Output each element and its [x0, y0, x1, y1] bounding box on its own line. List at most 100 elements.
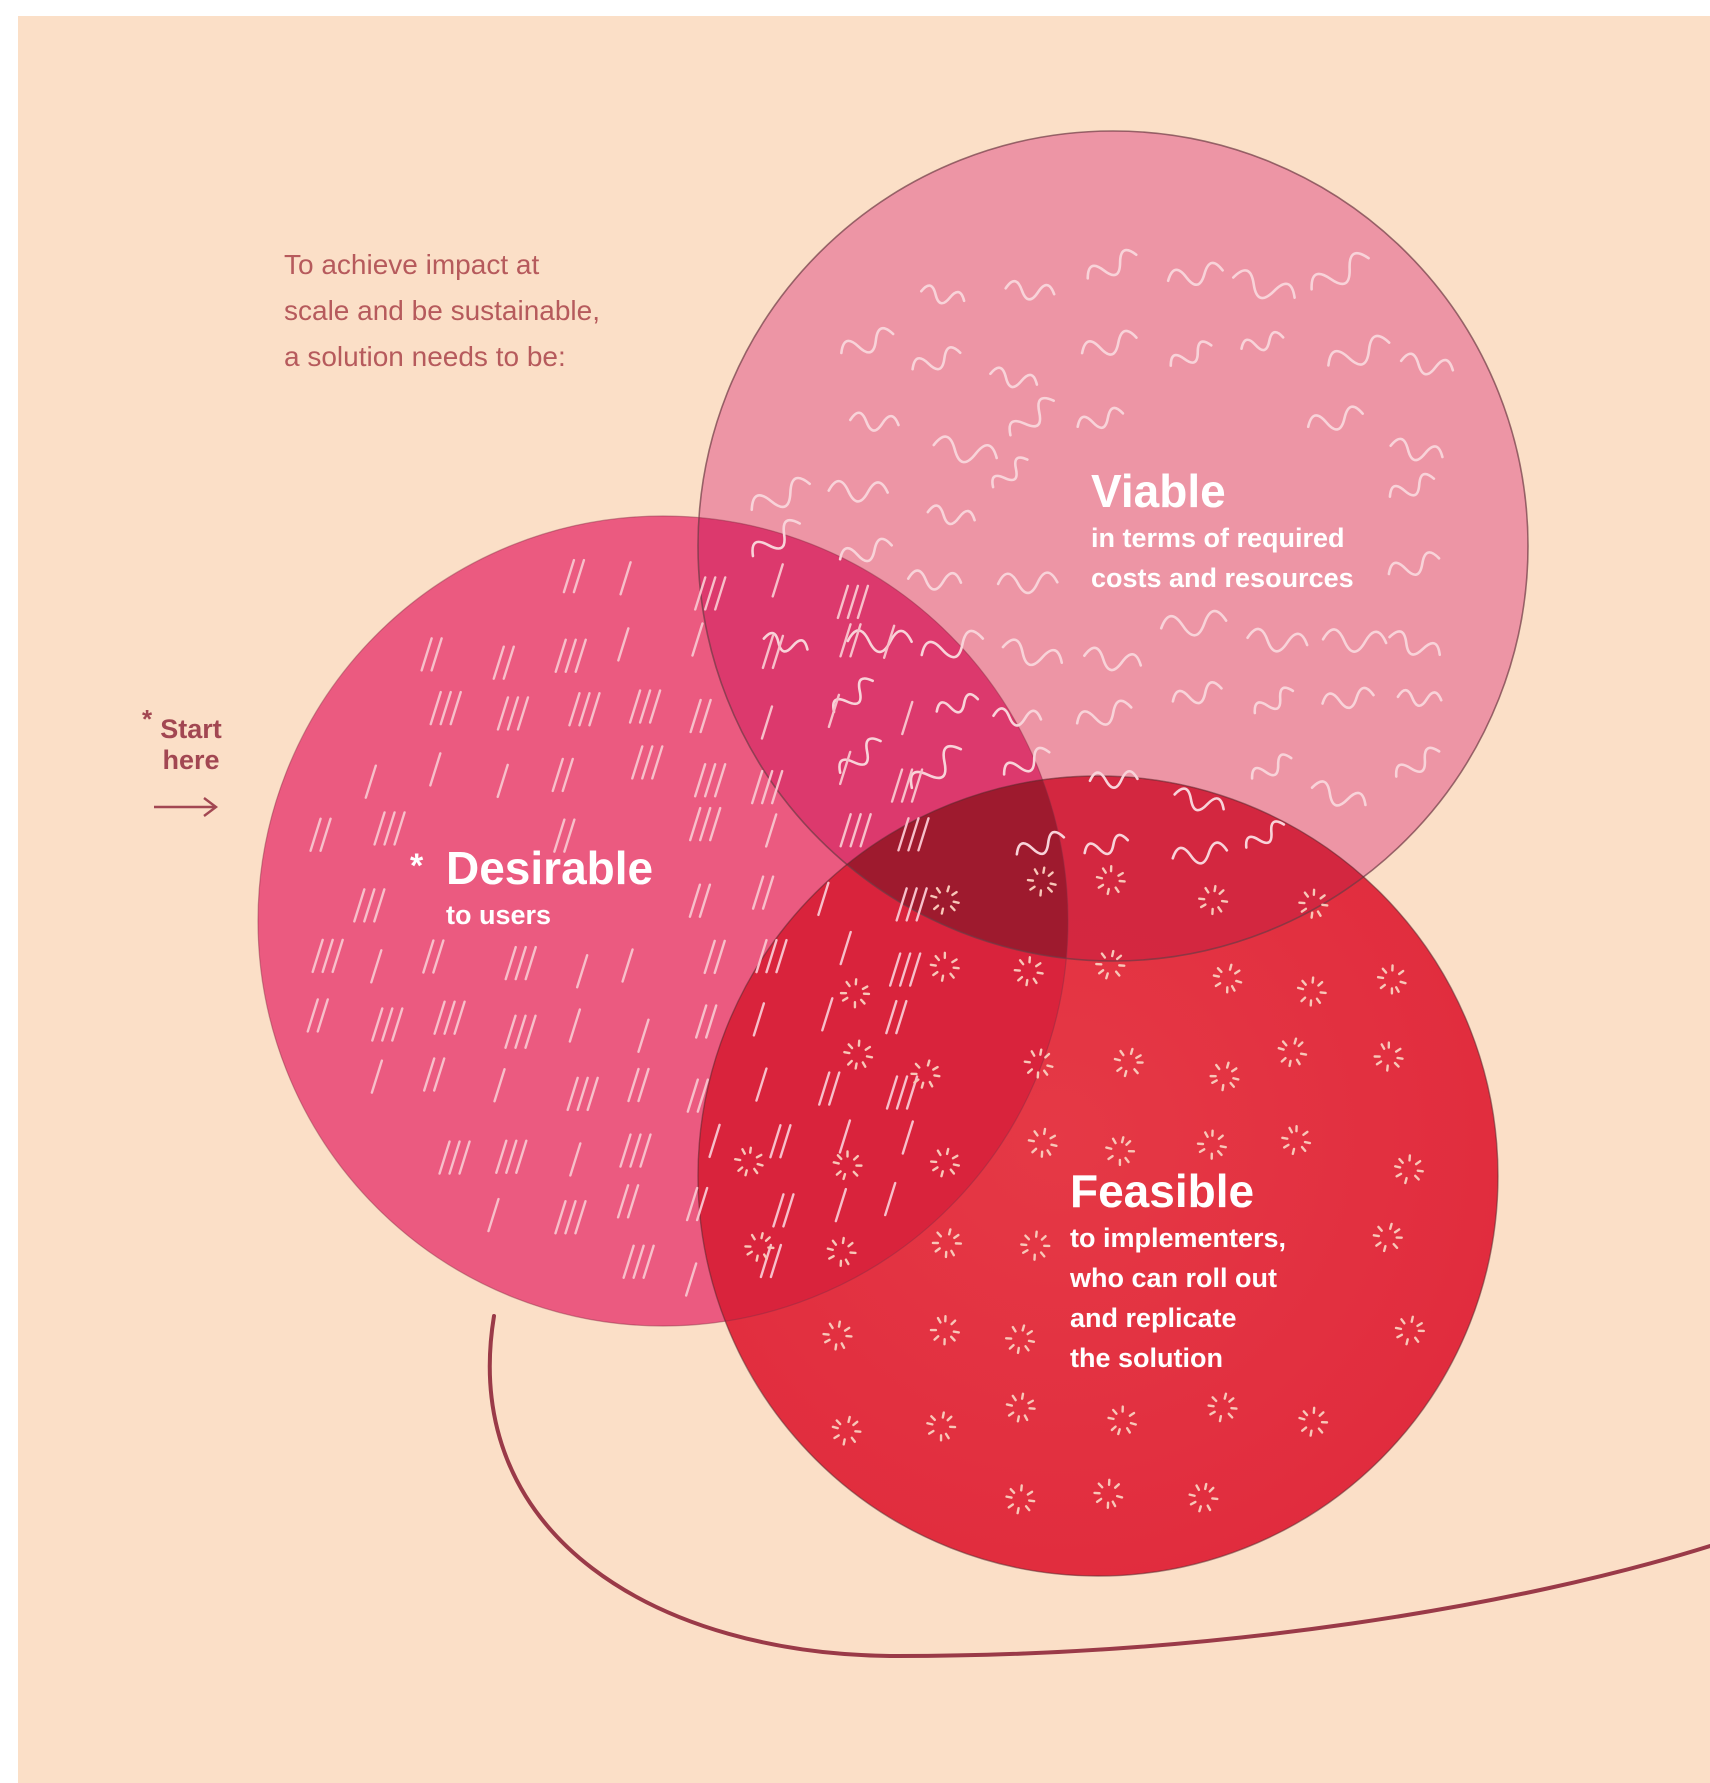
dot-ring-mark	[1007, 1411, 1015, 1417]
here-label: here	[162, 745, 220, 775]
dot-ring-mark	[1211, 1396, 1218, 1403]
dot-ring-mark	[1291, 1147, 1296, 1156]
dash-mark	[755, 1067, 768, 1102]
dot-ring-mark	[1301, 979, 1307, 986]
dot-ring-mark	[1217, 1134, 1224, 1141]
dot-ring-mark	[1119, 1049, 1125, 1057]
dash-mark	[393, 811, 406, 846]
dot-ring-mark	[1034, 1230, 1038, 1238]
dot-ring-mark	[951, 958, 958, 964]
dot-ring-mark	[926, 1422, 934, 1426]
dot-ring-mark	[934, 954, 941, 962]
dot-ring-mark	[1036, 971, 1044, 975]
viable-sub-2: costs and resources	[1091, 563, 1354, 593]
dot-ring-mark	[944, 1432, 950, 1440]
dot-ring-mark	[843, 1326, 851, 1332]
intro-line-3: a solution needs to be:	[284, 341, 566, 372]
dash-mark	[617, 627, 630, 662]
dash-mark	[370, 949, 383, 984]
dash-mark	[838, 1119, 852, 1154]
dot-ring-mark	[930, 1415, 937, 1422]
squiggle-mark	[935, 692, 980, 714]
squiggle-mark	[827, 479, 889, 503]
dot-ring-mark	[932, 1065, 939, 1071]
dot-ring-mark	[1110, 1425, 1117, 1432]
dot-ring-mark	[1413, 1174, 1420, 1181]
dash-mark	[703, 939, 716, 975]
dash-mark	[775, 938, 788, 974]
dot-ring-mark	[1111, 949, 1115, 958]
dash-mark	[641, 745, 654, 780]
dash-mark	[420, 637, 433, 672]
dot-ring-mark	[1386, 1064, 1389, 1072]
dash-mark	[628, 689, 642, 724]
dot-ring-mark	[841, 996, 849, 1002]
dash-mark	[849, 623, 862, 658]
dash-mark	[895, 887, 908, 922]
dash-mark	[890, 768, 904, 803]
dot-ring-mark	[913, 1078, 920, 1084]
squiggle-mark	[1394, 746, 1441, 778]
dash-mark	[575, 954, 589, 989]
dash-mark	[429, 752, 442, 787]
dot-ring-mark	[832, 1161, 840, 1165]
dot-ring-mark	[1396, 1056, 1404, 1060]
dot-ring-mark	[1195, 1484, 1201, 1492]
dot-ring-mark	[1400, 1318, 1406, 1325]
dash-mark	[761, 875, 775, 910]
squiggle-mark	[991, 456, 1029, 489]
dot-ring-mark	[1125, 1427, 1131, 1434]
dash-mark	[574, 1200, 587, 1235]
dash-mark	[838, 750, 852, 786]
squiggle-mark	[1387, 551, 1441, 576]
dot-ring-mark	[1011, 1325, 1017, 1333]
dash-mark	[684, 1262, 698, 1297]
squiggle-mark	[1171, 841, 1229, 865]
feasible-sub-3: and replicate	[1070, 1303, 1237, 1333]
dash-mark	[907, 817, 920, 852]
dot-ring-mark	[1394, 1165, 1402, 1169]
intro-line-2: scale and be sustainable,	[284, 295, 600, 326]
dash-mark	[761, 634, 775, 670]
dot-ring-mark	[914, 1062, 921, 1069]
dot-ring-mark	[1233, 969, 1241, 975]
dot-ring-mark	[1043, 1127, 1047, 1136]
dot-ring-mark	[1023, 1060, 1031, 1064]
dot-ring-mark	[1375, 1241, 1382, 1247]
dot-ring-mark	[1318, 1411, 1325, 1417]
dot-ring-mark	[927, 1429, 935, 1435]
dot-ring-mark	[1377, 1225, 1383, 1232]
dot-ring-mark	[1393, 1228, 1401, 1234]
dash-mark	[703, 763, 717, 798]
dot-ring-mark	[933, 1074, 941, 1078]
dash-mark	[639, 1133, 652, 1168]
dot-ring-mark	[1228, 1397, 1235, 1403]
squiggle-mark	[906, 569, 963, 591]
dash-mark	[885, 999, 898, 1035]
dot-ring-mark	[1117, 871, 1124, 877]
dot-ring-mark	[1107, 1154, 1114, 1161]
dash-mark	[449, 690, 462, 726]
dash-mark	[884, 1181, 897, 1217]
dot-ring-mark	[940, 1170, 944, 1178]
dash-mark	[363, 888, 376, 923]
dot-ring-mark	[1300, 1145, 1307, 1153]
dash-mark	[383, 811, 396, 846]
dash-mark	[439, 690, 452, 726]
dash-mark	[316, 998, 329, 1033]
dot-ring-mark	[1299, 1052, 1308, 1056]
dash-mark	[818, 1071, 831, 1106]
dash-mark	[619, 1133, 632, 1168]
squiggle-mark	[838, 737, 882, 774]
dot-ring-mark	[852, 1420, 859, 1427]
dot-ring-mark	[1229, 1081, 1236, 1088]
dot-ring-mark	[1017, 975, 1024, 982]
dot-ring-mark	[1129, 1421, 1137, 1426]
squiggle-mark	[932, 435, 998, 464]
dash-mark	[319, 817, 332, 852]
dot-ring-mark	[1042, 1069, 1049, 1076]
dot-ring-mark	[835, 1419, 842, 1426]
dot-ring-mark	[1215, 1063, 1221, 1071]
dot-ring-mark	[1005, 1495, 1013, 1499]
dot-ring-mark	[1298, 1416, 1306, 1421]
